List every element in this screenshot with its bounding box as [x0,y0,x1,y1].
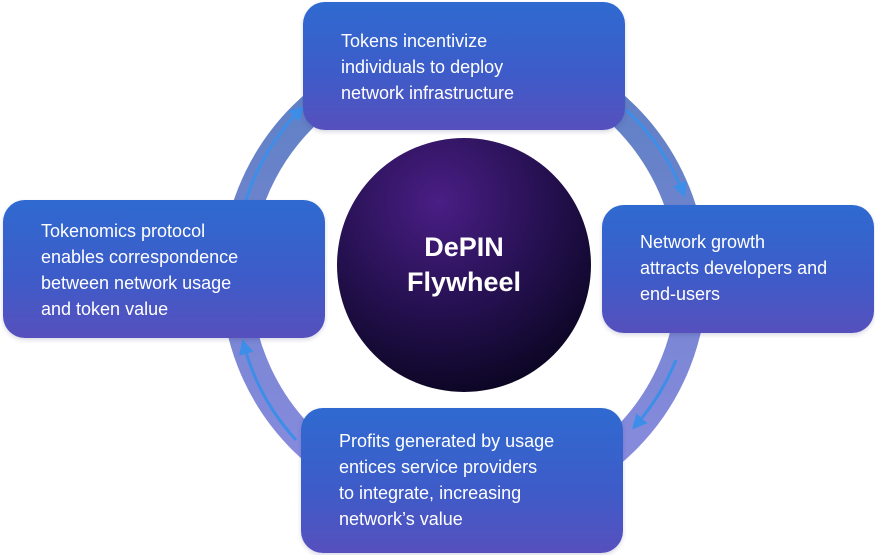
step-text-line: to integrate, increasing [339,483,522,503]
arrow-left-to-top [244,105,305,201]
step-text-line: between network usage [41,273,232,293]
step-text-line: Tokenomics protocol [41,221,206,241]
center-title: DePIN Flywheel [337,165,591,365]
step-text-line: end-users [640,284,721,304]
step-text-line: Tokens incentivize [341,31,488,51]
arrow-bottom-to-left [239,339,298,442]
step-text-line: Profits generated by usage [339,431,555,451]
step-box-token-incentive: Tokens incentivize individuals to deploy… [303,2,625,130]
arrow-right-to-bottom [632,359,678,430]
step-text-line: Network growth [640,232,766,252]
arrow-top-to-right [624,108,687,198]
center-title-line-2: Flywheel [406,267,522,297]
step-box-profits-usage: Profits generated by usage entices servi… [301,408,623,553]
step-text-line: entices service providers [339,457,538,477]
step-text-line: and token value [41,299,169,319]
step-text-line: individuals to deploy [341,57,504,77]
step-box-tokenomics-protocol: Tokenomics protocol enables corresponden… [3,200,325,338]
step-text-line: network infrastructure [341,83,515,103]
step-text-line: network’s value [339,509,463,529]
step-text-line: attracts developers and [640,258,828,278]
center-circle [337,138,591,392]
step-text-line: enables correspondence [41,247,239,267]
center-title-line-1: DePIN [424,232,504,262]
step-box-network-growth: Network growth attracts developers and e… [602,205,874,333]
